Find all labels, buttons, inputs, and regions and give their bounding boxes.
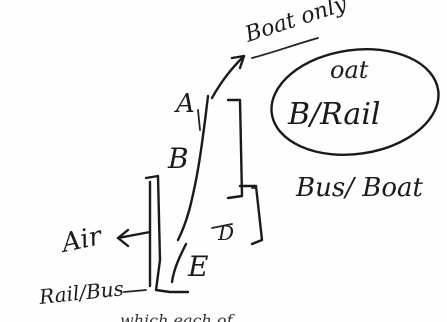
branch-right bbox=[238, 184, 264, 246]
arrow-to-air bbox=[116, 230, 152, 240]
main-path-line bbox=[176, 94, 210, 242]
label-boat-only: Boat only bbox=[241, 0, 350, 48]
node-b-label: B bbox=[167, 142, 189, 175]
ellipse-b-rail bbox=[270, 47, 440, 157]
arrow-head-boat bbox=[230, 54, 246, 70]
node-e-label: E bbox=[187, 250, 208, 283]
bracket-left bbox=[144, 174, 190, 294]
label-oat: oat bbox=[330, 56, 369, 84]
tick-a bbox=[197, 109, 201, 131]
line-to-rail-bus bbox=[123, 289, 147, 293]
label-rail-bus: Rail/Bus bbox=[37, 276, 125, 309]
arrow-head-air bbox=[116, 228, 130, 248]
node-a-label: A bbox=[174, 89, 195, 119]
label-air: Air bbox=[57, 221, 105, 259]
arrow-to-boat bbox=[210, 54, 246, 100]
e-connector bbox=[170, 242, 188, 284]
label-b-rail: B/Rail bbox=[287, 97, 381, 132]
d-stroke bbox=[211, 223, 233, 229]
bottom-text-fragment: which each of bbox=[120, 311, 235, 322]
bracket-a-right bbox=[226, 98, 244, 200]
label-bus-boat: Bus/ Boat bbox=[295, 173, 423, 203]
underline-boat-only bbox=[251, 37, 319, 59]
